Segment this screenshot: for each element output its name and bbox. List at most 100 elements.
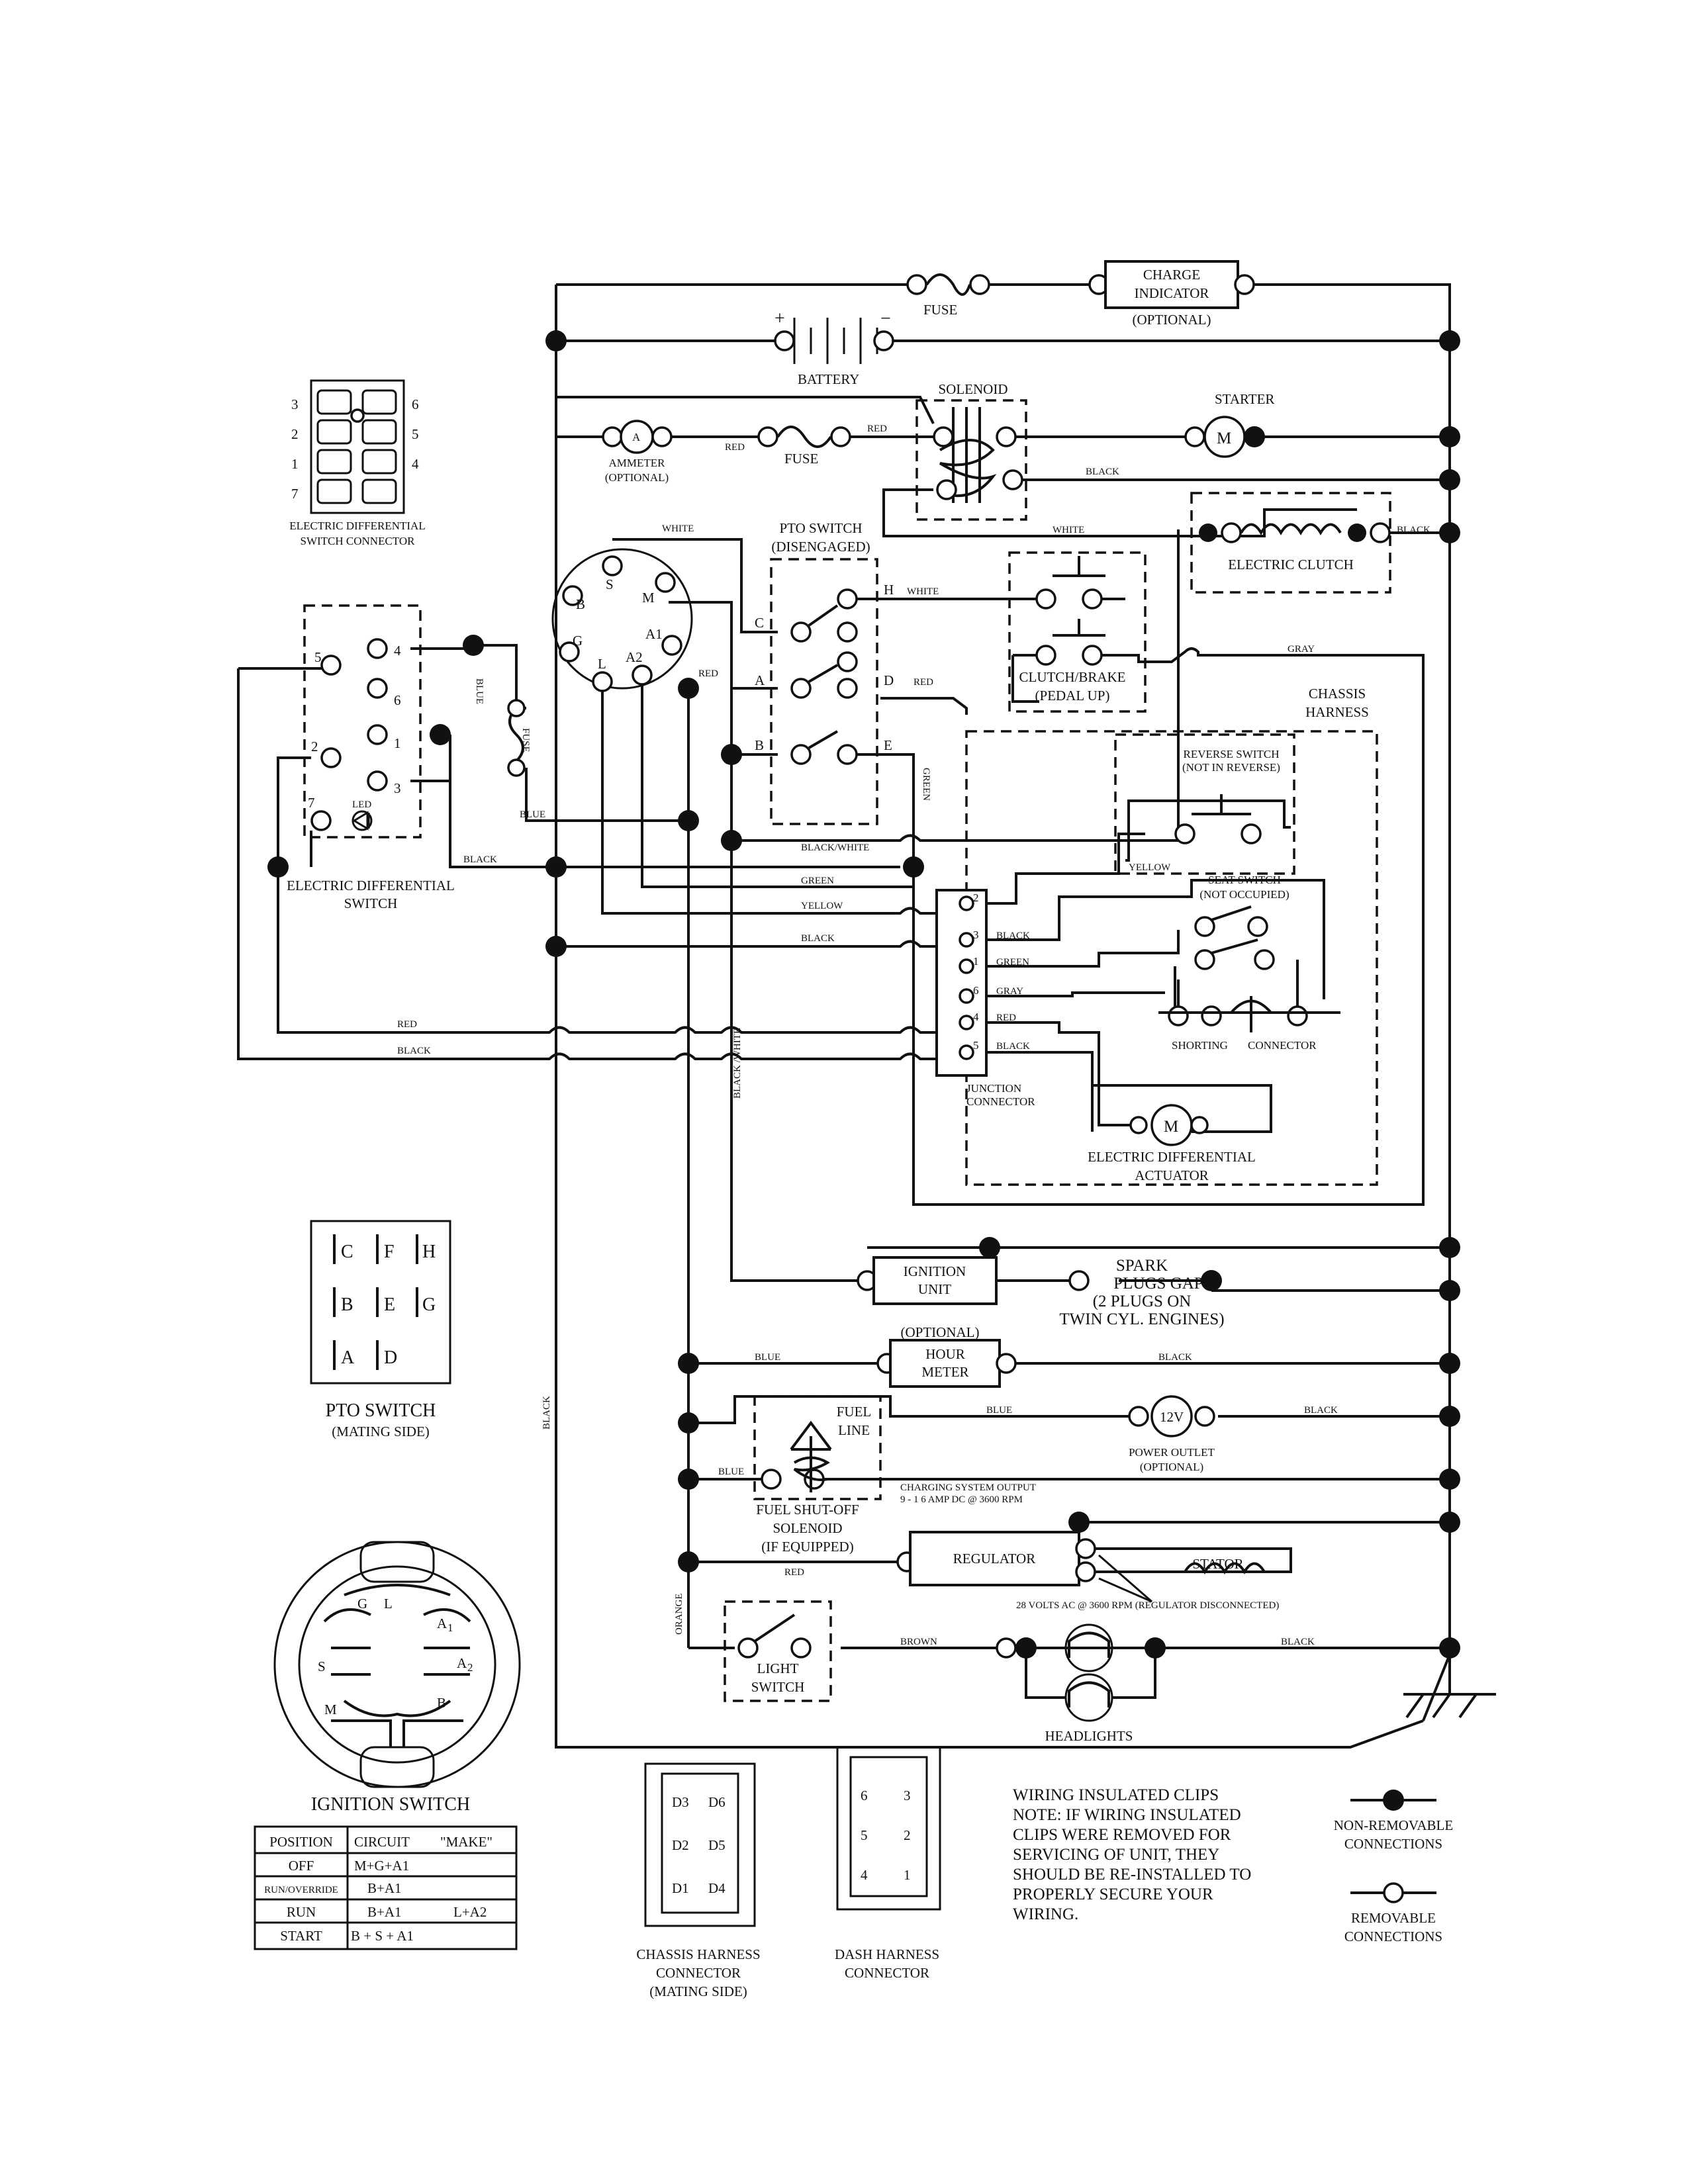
svg-text:ELECTRIC DIFFERENTIAL: ELECTRIC DIFFERENTIAL xyxy=(1088,1149,1256,1165)
svg-text:FUEL SHUT-OFF: FUEL SHUT-OFF xyxy=(756,1502,859,1518)
svg-text:L: L xyxy=(384,1596,393,1612)
svg-text:BLACK: BLACK xyxy=(1304,1405,1338,1416)
svg-text:B+A1: B+A1 xyxy=(367,1880,402,1896)
ignition-switch-schematic: S M B A1 G L A2 xyxy=(551,548,699,699)
svg-text:NOTE: IF WIRING INSULATED: NOTE: IF WIRING INSULATED xyxy=(1013,1806,1241,1824)
svg-text:SPARK: SPARK xyxy=(1116,1257,1168,1275)
svg-text:BLUE: BLUE xyxy=(986,1405,1012,1416)
svg-text:5: 5 xyxy=(861,1827,868,1843)
main-wires xyxy=(237,283,1451,1749)
svg-text:RUN/OVERRIDE: RUN/OVERRIDE xyxy=(264,1885,338,1895)
svg-text:REMOVABLE: REMOVABLE xyxy=(1351,1910,1436,1926)
battery: + − BATTERY xyxy=(774,308,894,387)
svg-text:6: 6 xyxy=(861,1788,868,1803)
svg-text:D5: D5 xyxy=(708,1837,726,1853)
svg-text:PTO SWITCH: PTO SWITCH xyxy=(779,520,862,536)
svg-text:SEAT SWITCH: SEAT SWITCH xyxy=(1208,874,1281,886)
svg-text:BLACK: BLACK xyxy=(397,1046,431,1056)
clutch-brake-switch: CLUTCH/BRAKE (PEDAL UP) xyxy=(1008,551,1147,713)
clips-note: WIRING INSULATED CLIPS NOTE: IF WIRING I… xyxy=(1013,1786,1251,1923)
svg-text:LIGHT: LIGHT xyxy=(757,1661,799,1676)
svg-text:1: 1 xyxy=(447,1621,453,1634)
ammeter: A AMMETER (OPTIONAL) FUSE xyxy=(602,420,851,484)
svg-text:A: A xyxy=(341,1347,355,1368)
svg-text:BLACK: BLACK xyxy=(1397,525,1430,535)
svg-text:A: A xyxy=(457,1655,467,1671)
svg-text:(PEDAL UP): (PEDAL UP) xyxy=(1035,688,1110,704)
svg-text:BLUE: BLUE xyxy=(718,1467,744,1477)
svg-text:IGNITION: IGNITION xyxy=(904,1263,966,1279)
svg-text:BLACK: BLACK xyxy=(1086,467,1119,477)
svg-text:RED: RED xyxy=(397,1019,417,1030)
svg-text:+: + xyxy=(774,308,785,329)
svg-text:4: 4 xyxy=(861,1867,868,1883)
chassis-harness-box: REVERSE SWITCH (NOT IN REVERSE) SEAT SWI… xyxy=(935,730,1378,1186)
svg-text:B: B xyxy=(755,737,764,753)
svg-text:5: 5 xyxy=(314,649,322,665)
svg-text:LED: LED xyxy=(352,799,371,810)
svg-text:1: 1 xyxy=(904,1867,911,1883)
chassis-harness-connector: D3 D6 D2 D5 D1 D4 CHASSIS HARNESS CONNEC… xyxy=(636,1762,761,1999)
svg-text:FUSE: FUSE xyxy=(784,451,818,467)
svg-text:PTO SWITCH: PTO SWITCH xyxy=(326,1400,436,1421)
svg-text:CONNECTOR: CONNECTOR xyxy=(845,1965,929,1981)
pto-switch-schematic: PTO SWITCH (DISENGAGED) C H A D B E xyxy=(755,520,894,825)
connection-dots xyxy=(267,330,1460,1659)
svg-text:STARTER: STARTER xyxy=(1215,391,1274,407)
svg-text:ACTUATOR: ACTUATOR xyxy=(1135,1167,1209,1183)
light-switch: LIGHT SWITCH xyxy=(724,1600,832,1702)
svg-text:RUN: RUN xyxy=(287,1904,316,1920)
svg-text:M: M xyxy=(1217,430,1231,447)
hour-meter: (OPTIONAL) HOUR METER xyxy=(876,1324,1017,1388)
svg-text:CLUTCH/BRAKE: CLUTCH/BRAKE xyxy=(1019,669,1125,685)
svg-text:BLACK/WHITE: BLACK/WHITE xyxy=(801,842,869,853)
svg-text:CONNECTOR: CONNECTOR xyxy=(966,1095,1035,1108)
svg-text:REVERSE SWITCH: REVERSE SWITCH xyxy=(1184,748,1280,760)
svg-text:BLACK: BLACK xyxy=(996,1041,1030,1052)
svg-text:−: − xyxy=(880,308,891,329)
svg-text:CHASSIS: CHASSIS xyxy=(1309,686,1366,702)
svg-text:(MATING SIDE): (MATING SIDE) xyxy=(649,1983,747,1999)
svg-text:(OPTIONAL): (OPTIONAL) xyxy=(1133,312,1211,328)
svg-text:D: D xyxy=(384,1347,397,1368)
svg-text:HOUR: HOUR xyxy=(925,1346,965,1362)
svg-text:3: 3 xyxy=(904,1788,911,1803)
svg-text:CONNECTIONS: CONNECTIONS xyxy=(1344,1929,1442,1944)
svg-text:BLACK: BLACK xyxy=(996,931,1030,941)
pto-mating-face: C F H B E G A D PTO SWITCH (MATING SIDE) xyxy=(310,1220,451,1439)
svg-text:CHARGE: CHARGE xyxy=(1143,267,1200,283)
ignition-unit: IGNITION UNIT SPARK PLUGS GAP (2 PLUGS O… xyxy=(857,1256,1225,1328)
svg-text:7: 7 xyxy=(308,795,315,811)
battery-label: BATTERY xyxy=(798,371,859,387)
svg-text:9 - 1 6 AMP DC @ 3600 RPM: 9 - 1 6 AMP DC @ 3600 RPM xyxy=(900,1494,1023,1505)
svg-text:2: 2 xyxy=(467,1661,473,1674)
svg-text:CONNECTIONS: CONNECTIONS xyxy=(1344,1836,1442,1852)
svg-text:(OPTIONAL): (OPTIONAL) xyxy=(1140,1461,1203,1473)
svg-text:(DISENGAGED): (DISENGAGED) xyxy=(771,539,870,555)
svg-text:WHITE: WHITE xyxy=(1053,525,1084,535)
svg-text:"MAKE": "MAKE" xyxy=(440,1834,492,1850)
svg-text:GRAY: GRAY xyxy=(1288,644,1315,655)
svg-text:DASH HARNESS: DASH HARNESS xyxy=(835,1946,939,1962)
solenoid: SOLENOID xyxy=(915,381,1027,521)
svg-text:FUSE: FUSE xyxy=(520,728,531,752)
svg-text:G: G xyxy=(422,1295,436,1315)
svg-text:E: E xyxy=(884,737,892,753)
svg-text:IGNITION SWITCH: IGNITION SWITCH xyxy=(311,1794,470,1815)
svg-text:RED: RED xyxy=(996,1013,1016,1023)
svg-text:A: A xyxy=(437,1615,447,1631)
svg-text:METER: METER xyxy=(921,1364,968,1380)
svg-text:BLACK: BLACK xyxy=(1281,1637,1315,1647)
svg-text:TWIN CYL. ENGINES): TWIN CYL. ENGINES) xyxy=(1059,1310,1224,1328)
svg-text:INDICATOR: INDICATOR xyxy=(1135,285,1209,301)
fuse-label: FUSE xyxy=(923,302,957,318)
svg-text:CIRCUIT: CIRCUIT xyxy=(354,1834,410,1850)
svg-text:4: 4 xyxy=(412,456,419,472)
svg-text:D6: D6 xyxy=(708,1794,726,1810)
svg-text:E: E xyxy=(384,1295,395,1315)
svg-text:B: B xyxy=(437,1695,446,1711)
svg-text:NON-REMOVABLE: NON-REMOVABLE xyxy=(1334,1817,1453,1833)
svg-text:D4: D4 xyxy=(708,1880,726,1896)
svg-text:RED: RED xyxy=(784,1567,804,1578)
svg-text:SWITCH CONNECTOR: SWITCH CONNECTOR xyxy=(301,535,416,547)
